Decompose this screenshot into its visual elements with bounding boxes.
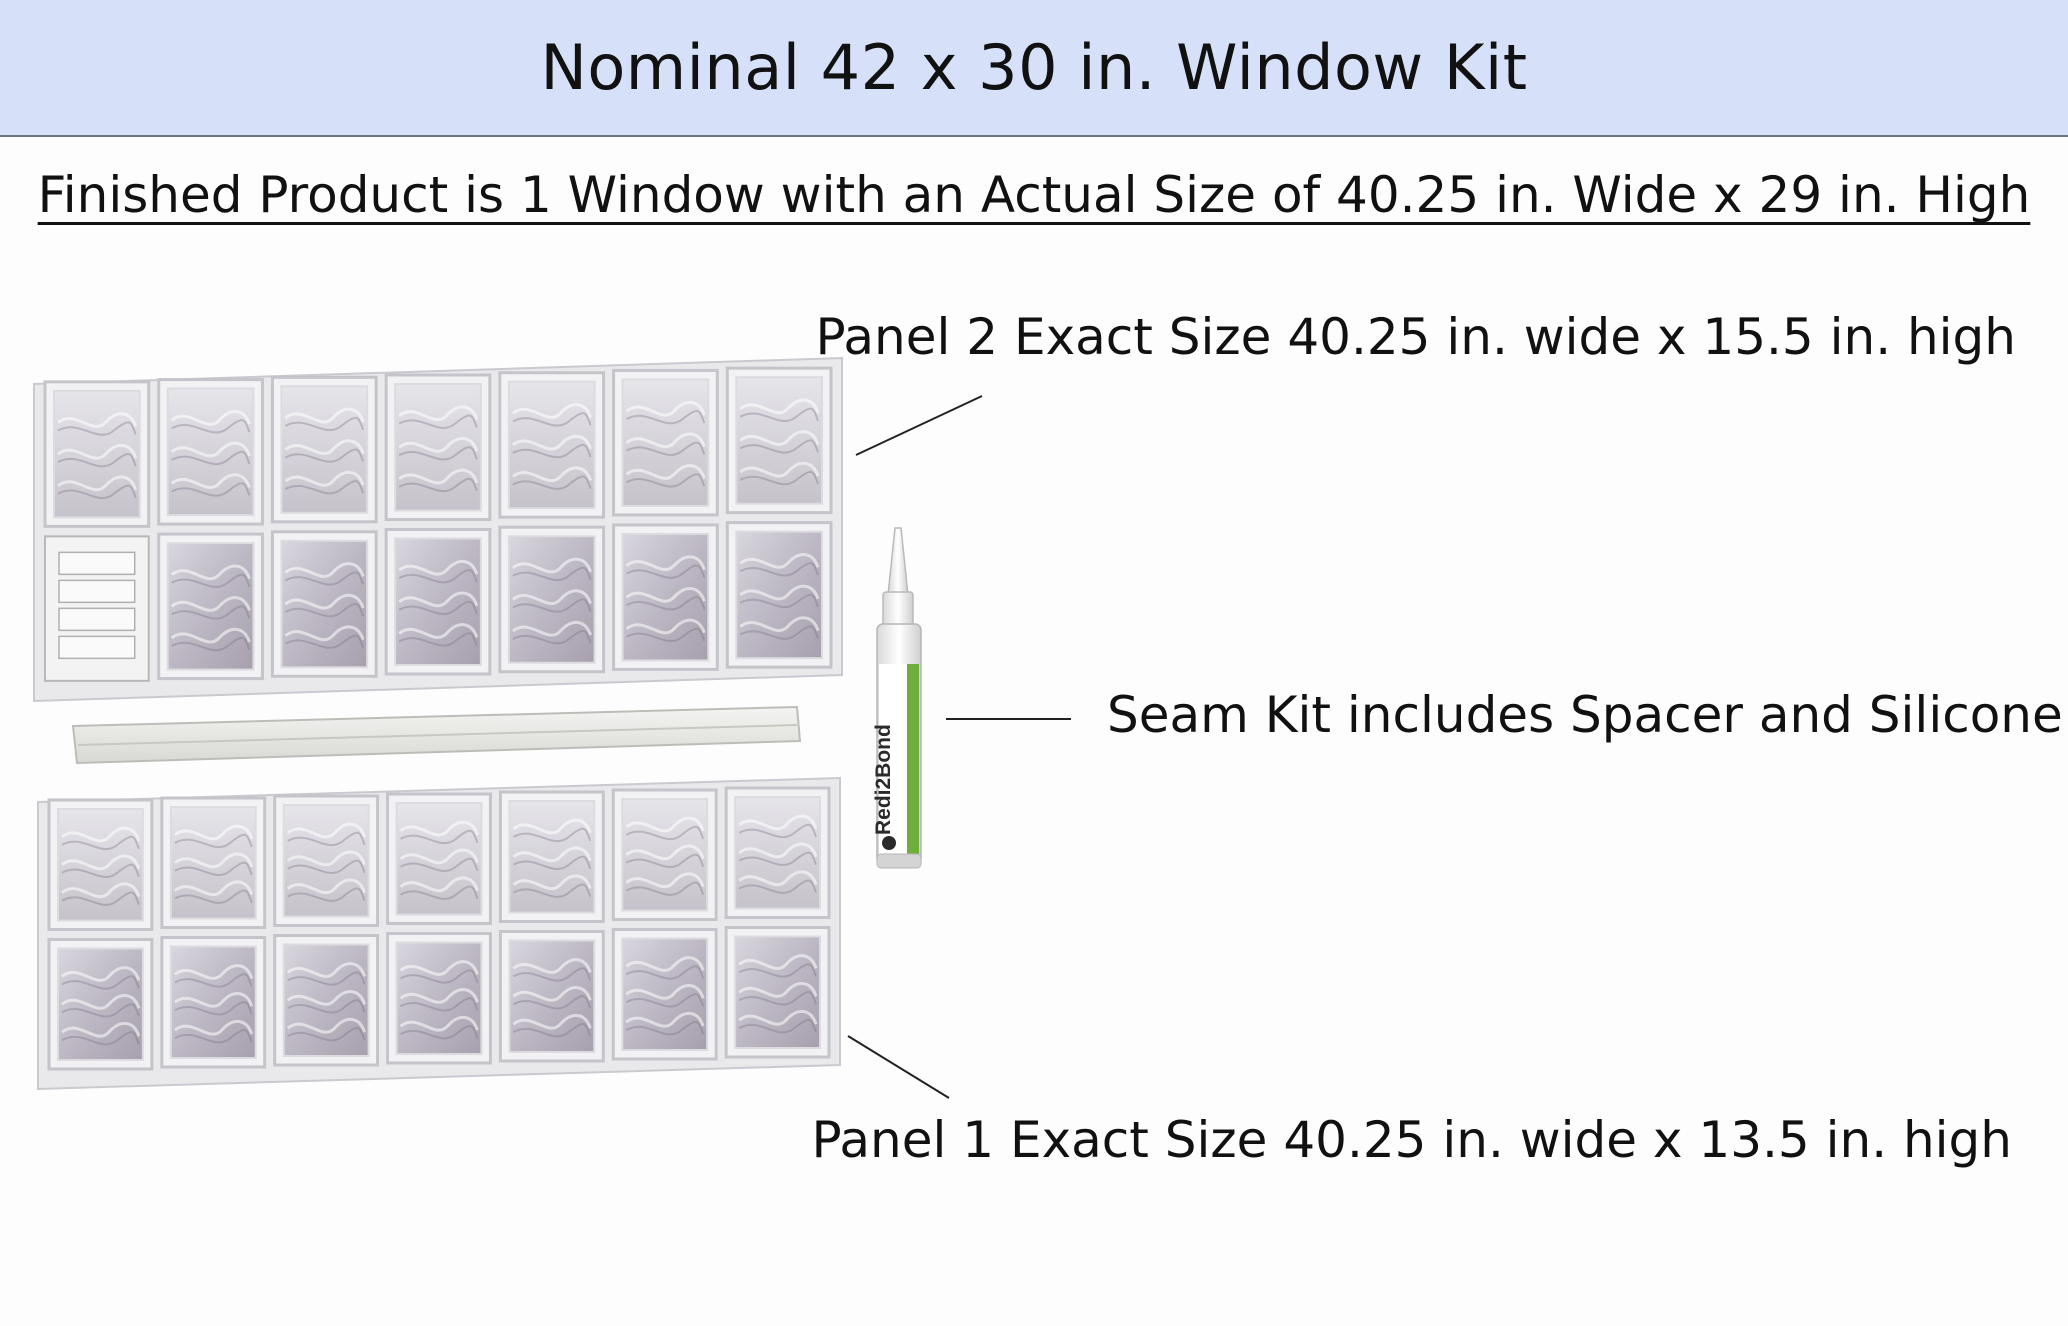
panel1-block	[273, 934, 380, 1067]
panel2-block	[270, 375, 378, 524]
seam-spacer	[71, 705, 802, 765]
panel1-block	[498, 790, 605, 923]
panel2-block	[384, 528, 492, 676]
panel2-block	[157, 378, 264, 526]
panel2-glass-block-panel	[33, 356, 843, 703]
seam-kit-label: Seam Kit includes Spacer and Silicone	[1107, 686, 2063, 744]
panel2-block	[157, 532, 264, 681]
panel1-block	[160, 796, 267, 929]
panel1-block	[47, 798, 154, 931]
panel1-block	[611, 788, 718, 921]
panel1-glass-block-panel	[37, 776, 841, 1091]
panel1-block	[386, 932, 492, 1065]
header-bar: Nominal 42 x 30 in. Window Kit	[0, 0, 2068, 137]
panel1-block	[724, 786, 831, 919]
tube-brand-label: Redi2Bond	[872, 724, 895, 835]
panel1-block	[273, 794, 380, 927]
panel1-leader-line	[847, 1035, 950, 1099]
panel2-block	[43, 380, 151, 528]
panel1-block	[386, 792, 492, 925]
finished-product-subtitle: Finished Product is 1 Window with an Act…	[37, 166, 2031, 224]
panel1-size-label: Panel 1 Exact Size 40.25 in. wide x 13.5…	[811, 1111, 2013, 1169]
panel2-block	[725, 366, 833, 515]
panel1-block	[160, 936, 267, 1069]
page-title: Nominal 42 x 30 in. Window Kit	[540, 31, 1528, 104]
panel2-block	[612, 523, 719, 671]
panel1-block	[611, 928, 718, 1061]
panel2-block	[612, 368, 719, 517]
panel1-block	[724, 926, 831, 1059]
panel2-block	[498, 371, 606, 519]
panel2-block	[270, 530, 378, 678]
panel2-block	[44, 535, 150, 682]
panel1-block	[47, 938, 154, 1071]
panel2-block	[725, 521, 833, 669]
panel1-block	[498, 930, 605, 1063]
panel2-size-label: Panel 2 Exact Size 40.25 in. wide x 15.5…	[815, 308, 2017, 366]
panel2-block	[384, 373, 492, 521]
panel2-leader-line	[855, 395, 983, 456]
panel2-block	[498, 525, 606, 674]
silicone-tube: Redi2Bond	[872, 527, 922, 869]
